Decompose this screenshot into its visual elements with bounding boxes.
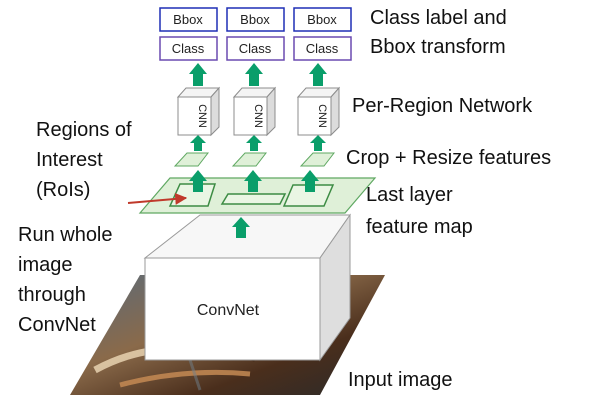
input-image-label: Input image bbox=[348, 369, 453, 391]
arrow-convnet-to-featuremap bbox=[232, 217, 250, 238]
bbox-label-2: Bbox bbox=[240, 12, 270, 27]
cnn-box-3 bbox=[296, 86, 341, 137]
crop-feature-1 bbox=[173, 152, 210, 167]
cnn-label-2: CNN bbox=[252, 104, 264, 128]
bbox-label-3: Bbox bbox=[307, 12, 337, 27]
cnn-box-2 bbox=[232, 86, 277, 137]
run-whole-line1: Run whole bbox=[18, 224, 113, 246]
crop-resize-label: Crop + Resize features bbox=[346, 147, 552, 169]
cnn-label-3: CNN bbox=[316, 104, 328, 128]
arrow-crop-to-cnn-1 bbox=[190, 135, 206, 151]
arrow-cnn-to-class-2 bbox=[245, 63, 263, 86]
run-whole-line3: through bbox=[18, 284, 86, 306]
arrow-cnn-to-class-3 bbox=[309, 63, 327, 86]
crop-feature-3 bbox=[299, 152, 336, 167]
arrow-roi-to-crop-3 bbox=[301, 170, 319, 192]
arrow-crop-to-cnn-3 bbox=[310, 135, 326, 151]
regions-of-interest-line2: Interest bbox=[36, 149, 103, 171]
class-label-1: Class bbox=[172, 41, 205, 56]
roi-region-2 bbox=[220, 193, 287, 205]
cnn-box-1 bbox=[176, 86, 221, 137]
class-label-3: Class bbox=[306, 41, 339, 56]
regions-of-interest-line3: (RoIs) bbox=[36, 179, 91, 201]
bbox-label-1: Bbox bbox=[173, 12, 203, 27]
class-label-and-line: Class label and bbox=[370, 7, 507, 29]
class-label-2: Class bbox=[239, 41, 272, 56]
bbox-box-1 bbox=[159, 7, 218, 32]
arrow-crop-to-cnn-2 bbox=[246, 135, 262, 151]
bbox-box-2 bbox=[226, 7, 285, 32]
crop-feature-2 bbox=[231, 152, 268, 167]
arrow-cnn-to-class-1 bbox=[189, 63, 207, 86]
per-region-network-label: Per-Region Network bbox=[352, 95, 533, 117]
last-layer-line1: Last layer bbox=[366, 184, 453, 206]
bbox-transform-line: Bbox transform bbox=[370, 36, 506, 58]
roi-pointer-arrow bbox=[127, 192, 188, 205]
cnn-label-1: CNN bbox=[196, 104, 208, 128]
run-whole-line4: ConvNet bbox=[18, 314, 96, 336]
class-box-2 bbox=[226, 36, 285, 61]
convnet-label: ConvNet bbox=[197, 302, 260, 319]
last-layer-line2: feature map bbox=[366, 216, 473, 238]
regions-of-interest-line1: Regions of bbox=[36, 119, 132, 141]
convnet-box bbox=[143, 213, 351, 362]
class-box-1 bbox=[159, 36, 218, 61]
arrow-roi-to-crop-1 bbox=[189, 170, 207, 192]
roi-region-3 bbox=[282, 184, 335, 207]
run-whole-line2: image bbox=[18, 254, 73, 276]
arrow-roi-to-crop-2 bbox=[244, 170, 262, 192]
bbox-box-3 bbox=[293, 7, 352, 32]
class-box-3 bbox=[293, 36, 352, 61]
